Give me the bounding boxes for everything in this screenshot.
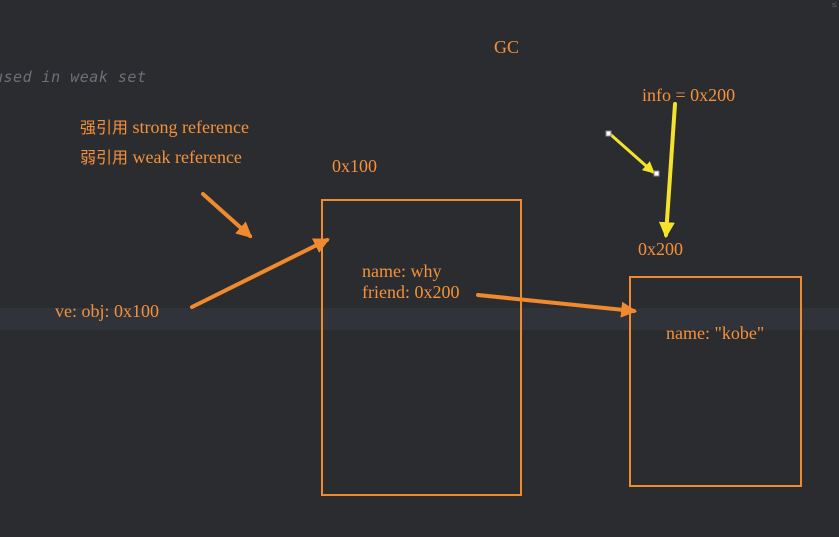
legend-weak-zh: 弱引用 [80, 148, 129, 167]
legend-weak-reference: 弱引用 weak reference [80, 148, 242, 166]
box1-friend-field: friend: 0x200 [362, 282, 460, 302]
box2-address-label: 0x200 [638, 239, 683, 259]
memory-object-0x200 [629, 276, 802, 487]
box1-address-label: 0x100 [332, 156, 377, 176]
legend-strong-reference: 强引用 strong reference [80, 118, 249, 136]
code-fragment: used in weak set [0, 68, 147, 86]
memory-object-0x100 [321, 199, 522, 496]
box1-name-field: name: why [362, 261, 442, 281]
info-variable-label: info = 0x200 [642, 85, 736, 105]
box2-name-field: name: "kobe" [666, 323, 765, 343]
obj-variable-label: ve: obj: 0x100 [55, 301, 159, 321]
legend-strong-zh: 强引用 [80, 118, 129, 137]
legend-strong-en: strong reference [132, 117, 249, 137]
diagram-title: GC [494, 37, 520, 57]
editor-corner-mark: ≤ [831, 0, 837, 10]
legend-weak-en: weak reference [132, 147, 242, 167]
